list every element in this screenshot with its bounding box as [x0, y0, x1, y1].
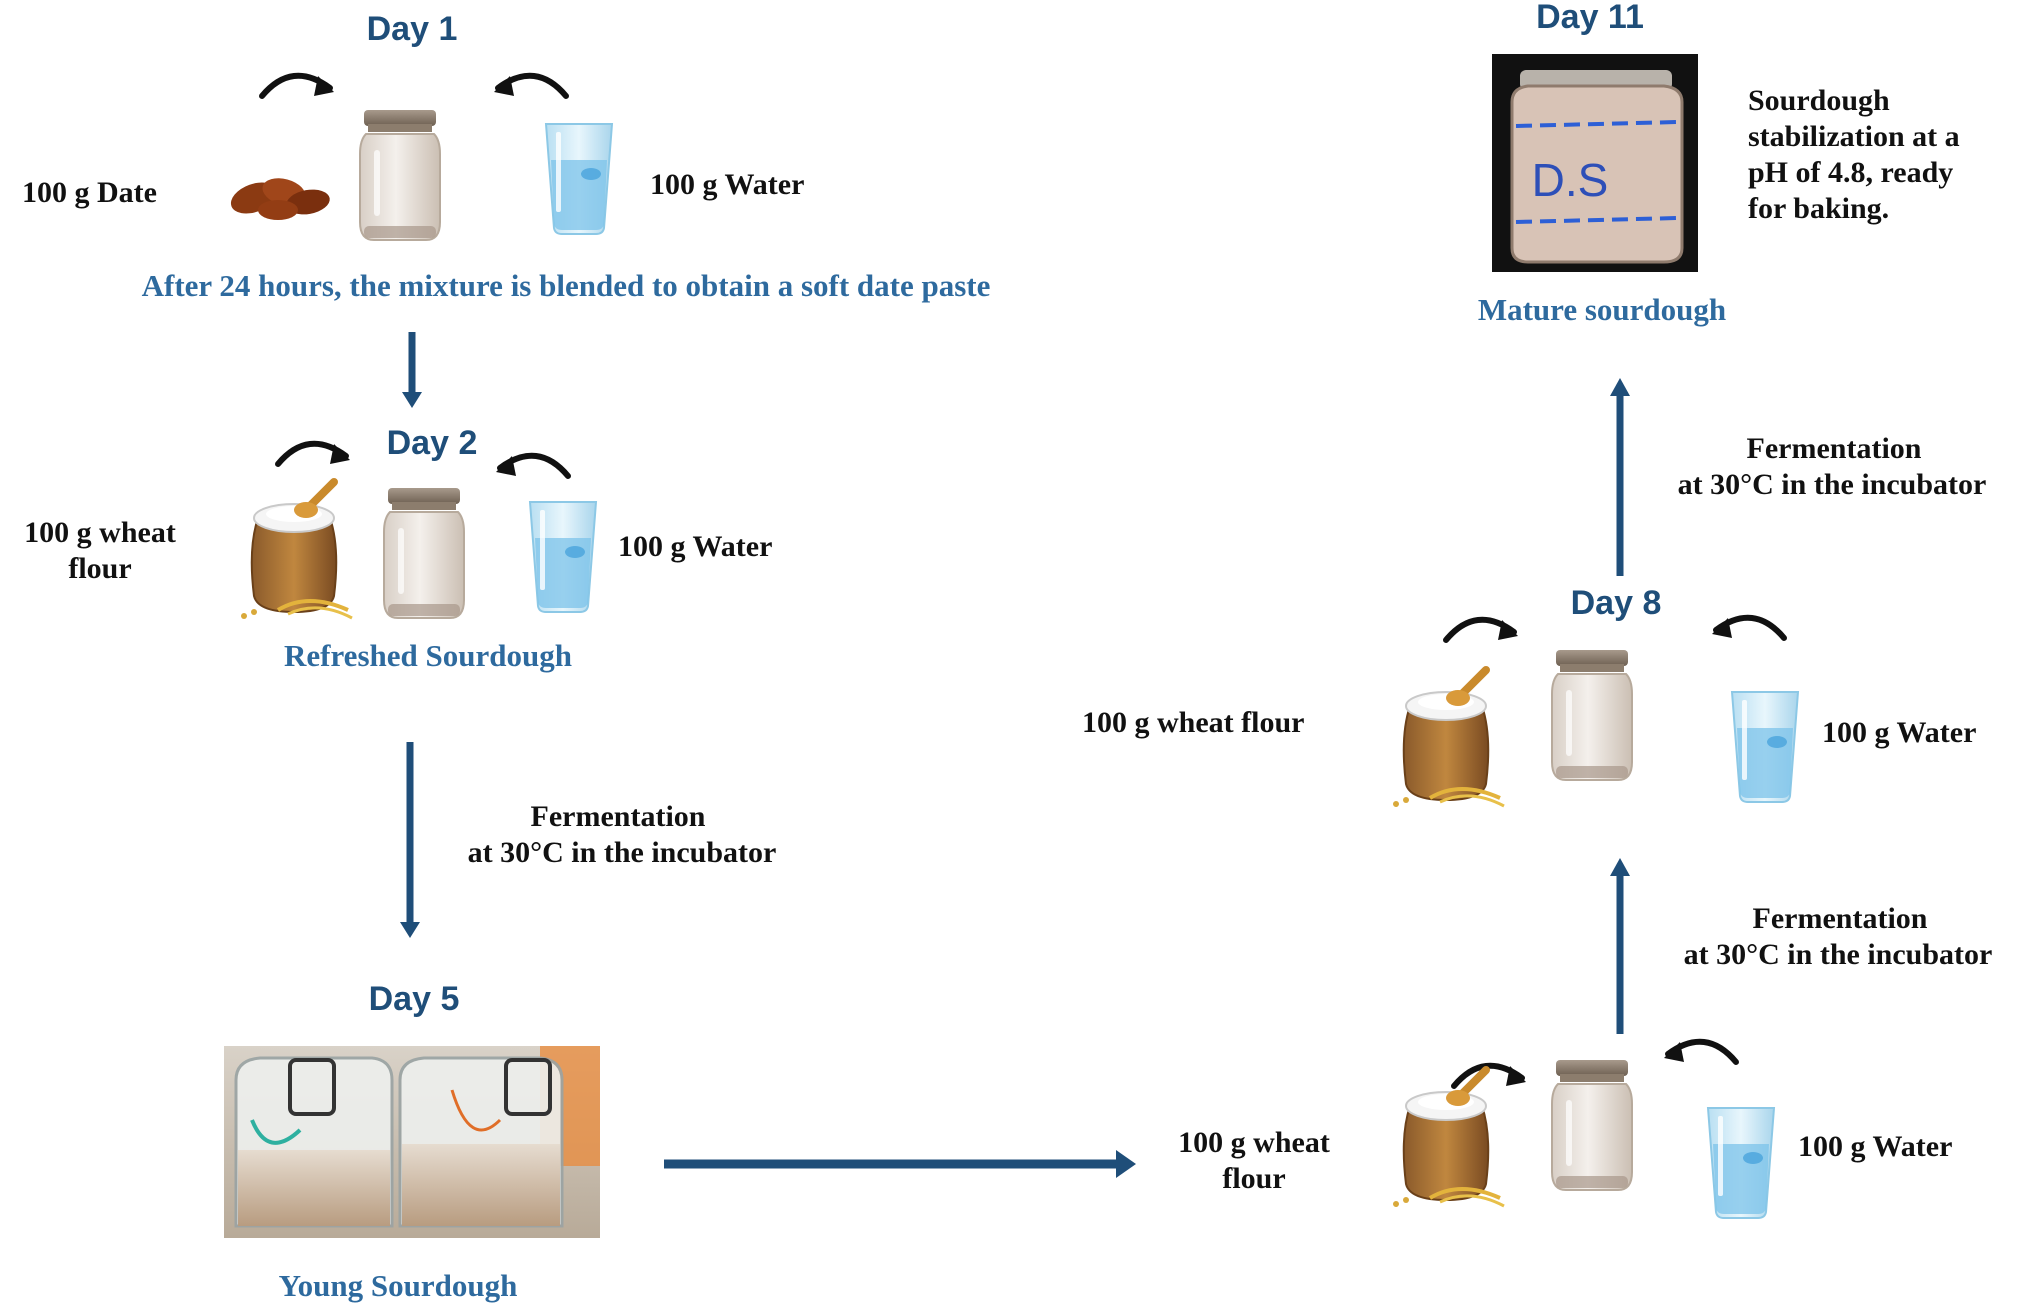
- day11-note-line4: for baking.: [1748, 192, 1889, 225]
- day2-water-label: 100 g Water: [618, 530, 772, 563]
- day11-note-line3: pH of 4.8, ready: [1748, 156, 1953, 189]
- jar-label-text: D.S: [1532, 154, 1609, 206]
- fermentation-3-line2: at 30°C in the incubator: [1678, 468, 1987, 501]
- arrowhead-icon: [1116, 1150, 1136, 1178]
- curved-arrow-icon: [278, 444, 350, 464]
- curved-arrow-icon: [262, 76, 334, 96]
- water-glass-icon: [529, 501, 597, 613]
- arrowhead-icon: [1610, 378, 1630, 396]
- day1-date-label: 100 g Date: [22, 176, 157, 209]
- fermentation-1-line1: Fermentation: [531, 800, 706, 833]
- curved-arrow-icon: [494, 76, 566, 96]
- water-glass-icon: [1707, 1107, 1775, 1219]
- day5-caption: Young Sourdough: [279, 1268, 518, 1303]
- fermentation-1-line2: at 30°C in the incubator: [468, 836, 777, 869]
- dates-icon: [230, 178, 330, 220]
- day2-flour-label-line1: 100 g wheat: [24, 516, 176, 549]
- jar-icon: [1551, 1059, 1633, 1191]
- young-sourdough-photo: [224, 1046, 600, 1238]
- jar-icon: [1551, 649, 1633, 781]
- flour-sack-icon: [1393, 1070, 1504, 1207]
- arrowhead-icon: [400, 922, 420, 938]
- refresh-flour-label-line2: flour: [1222, 1162, 1285, 1195]
- jar-icon: [359, 109, 441, 241]
- day1-water-label: 100 g Water: [650, 168, 804, 201]
- flour-sack-icon: [1393, 670, 1504, 807]
- mature-sourdough-photo: D.S: [1492, 54, 1698, 272]
- fermentation-2-line1: Fermentation: [1753, 902, 1928, 935]
- refresh-water-label: 100 g Water: [1798, 1130, 1952, 1163]
- day2-caption: Refreshed Sourdough: [284, 638, 572, 673]
- day11-note-line2: stabilization at a: [1748, 120, 1960, 153]
- day8-title: Day 8: [1571, 584, 1662, 622]
- water-glass-icon: [1731, 691, 1799, 803]
- day1-caption: After 24 hours, the mixture is blended t…: [142, 268, 991, 303]
- curved-arrow-icon: [496, 456, 568, 476]
- curved-arrow-icon: [1712, 618, 1784, 638]
- arrowhead-icon: [402, 392, 422, 408]
- day8-flour-label: 100 g wheat flour: [1082, 706, 1304, 739]
- day11-caption: Mature sourdough: [1478, 292, 1726, 327]
- refresh-flour-label-line1: 100 g wheat: [1178, 1126, 1330, 1159]
- day8-water-label: 100 g Water: [1822, 716, 1976, 749]
- jar-icon: [383, 487, 465, 619]
- curved-arrow-icon: [1454, 1066, 1526, 1086]
- day1-title: Day 1: [367, 10, 458, 48]
- flour-sack-icon: [241, 482, 352, 619]
- curved-arrow-icon: [1446, 620, 1518, 640]
- fermentation-2-line2: at 30°C in the incubator: [1684, 938, 1993, 971]
- day5-title: Day 5: [369, 980, 460, 1018]
- day2-flour-label-line2: flour: [68, 552, 131, 585]
- arrowhead-icon: [1610, 858, 1630, 876]
- curved-arrow-icon: [1664, 1042, 1736, 1062]
- day11-note-line1: Sourdough: [1748, 84, 1890, 117]
- water-glass-icon: [545, 123, 613, 235]
- day11-title: Day 11: [1536, 0, 1644, 36]
- fermentation-3-line1: Fermentation: [1747, 432, 1922, 465]
- day2-title: Day 2: [387, 424, 478, 462]
